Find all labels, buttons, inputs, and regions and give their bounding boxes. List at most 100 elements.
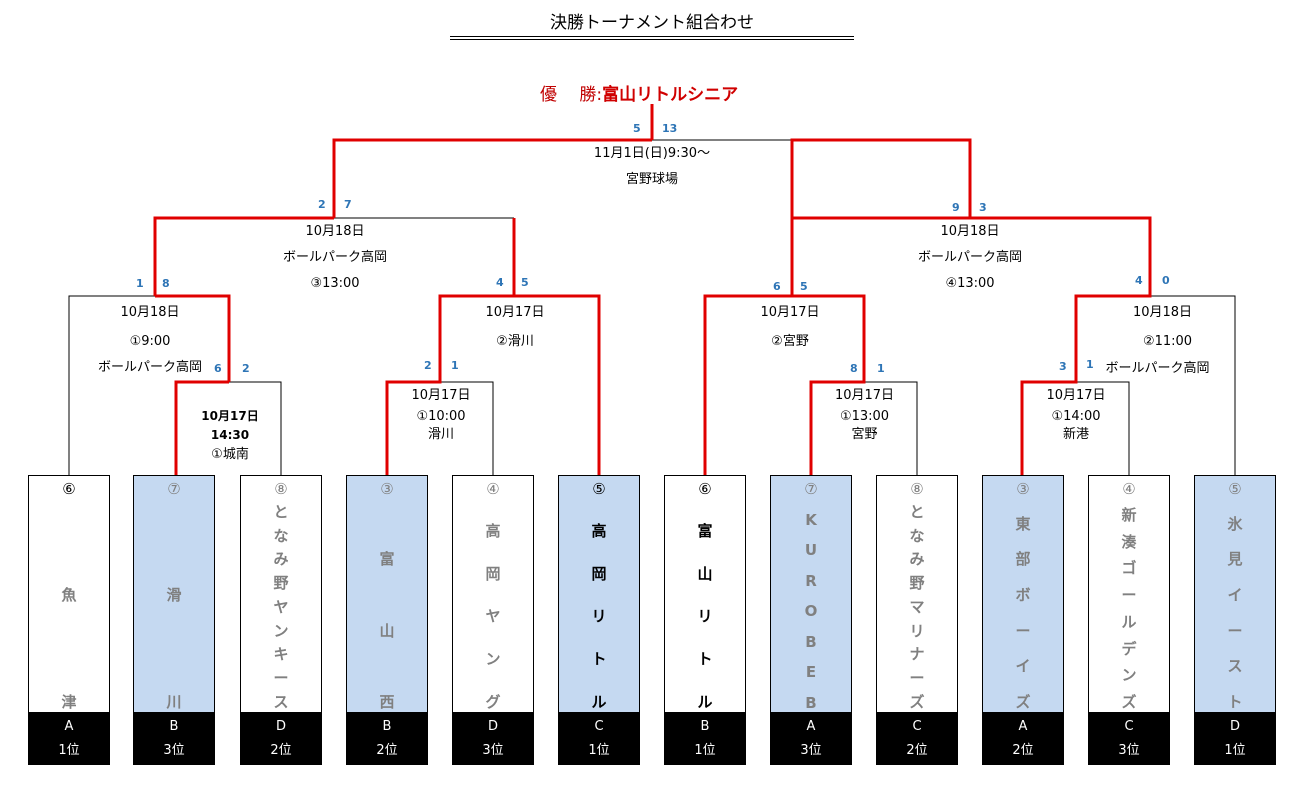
team-rank-label: 1位 [1224, 743, 1246, 758]
r1b-score-right: 1 [451, 359, 459, 372]
team-name-char: マ [909, 597, 925, 616]
team-name-char: ズ [1015, 692, 1031, 711]
team-seed: ⑧ [910, 480, 924, 498]
team-name-char: ス [1227, 657, 1243, 676]
team-name-char: ン [273, 621, 289, 640]
team-name-char: ト [1227, 692, 1243, 711]
r1c-score-left: 8 [850, 362, 858, 375]
team-seed: ⑦ [167, 480, 181, 498]
team-group: B [169, 719, 179, 734]
winner-final-right [790, 138, 972, 218]
team-name-char: 新 [1121, 505, 1137, 524]
r1a-score-right: 2 [242, 362, 250, 375]
r1a-info: 10月17日 14:30 ①城南 [178, 407, 282, 464]
sf1-info: 10月18日 ボールパーク高岡 ③13:00 [235, 219, 435, 297]
team-name-char: B [805, 693, 817, 712]
team-seed: ⑥ [698, 480, 712, 498]
r1a-score-left: 6 [214, 362, 222, 375]
team-name-char: ズ [1121, 693, 1137, 711]
qf2-score-right: 5 [521, 276, 529, 289]
team-rank-label: 3位 [482, 743, 504, 758]
team-group: B [382, 719, 392, 734]
team-name-char: ゴ [1121, 559, 1137, 578]
team-rank-label: 3位 [800, 743, 822, 758]
team-name-char: ー [909, 669, 925, 688]
team-name-char: な [909, 526, 925, 545]
team-name-char: グ [485, 692, 501, 711]
team-name-char: 魚 [61, 586, 77, 604]
qf4-score-left: 4 [1135, 274, 1143, 287]
team-seed: ④ [1122, 480, 1136, 498]
team-rank-label: 2位 [906, 743, 928, 758]
qf1-slot: ①9:00 [129, 334, 171, 349]
team-rank-label: 2位 [270, 743, 292, 758]
team-name-char: ー [1121, 586, 1137, 604]
team-name-char: ボ [1015, 585, 1031, 604]
qf1-info: 10月18日 ①9:00 ボールパーク高岡 [70, 300, 230, 381]
team-name-char: 岡 [485, 564, 501, 583]
r1b-score-left: 2 [424, 359, 432, 372]
team-group: C [1124, 719, 1134, 734]
winner-r1-d [792, 216, 1152, 475]
sf2-score-left: 9 [952, 201, 960, 214]
r1c-date: 10月17日 [834, 388, 895, 403]
qf2-slot: ②滑川 [496, 334, 534, 349]
team-group: D [487, 719, 498, 734]
champion-label: 優 勝:富山リトルシニア [540, 80, 800, 105]
r1c-venue: 宮野 [851, 427, 878, 442]
sf1-score-left: 2 [318, 198, 326, 211]
team-name-char: ナ [909, 645, 925, 664]
r1d-date: 10月17日 [1046, 388, 1106, 403]
team-group: D [1229, 719, 1240, 734]
team-name-char: K [805, 510, 817, 529]
team-name-char: 山 [379, 621, 395, 640]
team-name-char: 野 [909, 574, 925, 593]
winner-sf1 [153, 216, 334, 296]
team-name-char: と [909, 502, 925, 521]
winner-final-left [332, 138, 652, 218]
team-name-char: ル [1121, 612, 1137, 631]
team-name-char: E [805, 663, 817, 682]
team-name-char: O [804, 602, 818, 621]
team-name-char: U [804, 541, 818, 560]
team-name-char: 山 [697, 564, 713, 583]
team-name-char: 高 [485, 521, 501, 540]
sf2-info: 10月18日 ボールパーク高岡 ④13:00 [870, 219, 1070, 297]
qf3-date: 10月17日 [760, 305, 820, 320]
team-name-char: 川 [166, 693, 182, 711]
team-name-char: ル [697, 692, 713, 711]
qf4-venue: ボールパーク高岡 [1105, 361, 1210, 376]
team-rank-label: 2位 [376, 743, 398, 758]
sf1-slot: ③13:00 [310, 276, 360, 291]
team-name-char: ル [591, 692, 607, 711]
team-name-char: ズ [909, 692, 925, 711]
r1c-time: ①13:00 [839, 409, 890, 424]
sf2-venue: ボールパーク高岡 [917, 250, 1022, 265]
team-group: B [700, 719, 710, 734]
team-name-char: 富 [379, 550, 395, 569]
team-group: C [594, 719, 604, 734]
team-name-char: ン [1121, 666, 1137, 685]
r1c-info: 10月17日 ①13:00 宮野 [812, 386, 917, 445]
team-seed: ⑥ [62, 480, 76, 498]
r1b-venue: 滑川 [427, 427, 454, 442]
sf1-score-right: 7 [344, 198, 352, 211]
team-name-char: デ [1121, 639, 1137, 658]
team-name-char: リ [909, 621, 925, 640]
winner-r1-b [385, 294, 514, 475]
r1b-date: 10月17日 [411, 388, 471, 403]
team-name-char: 見 [1227, 550, 1243, 569]
team-name-char: ー [1015, 621, 1031, 640]
